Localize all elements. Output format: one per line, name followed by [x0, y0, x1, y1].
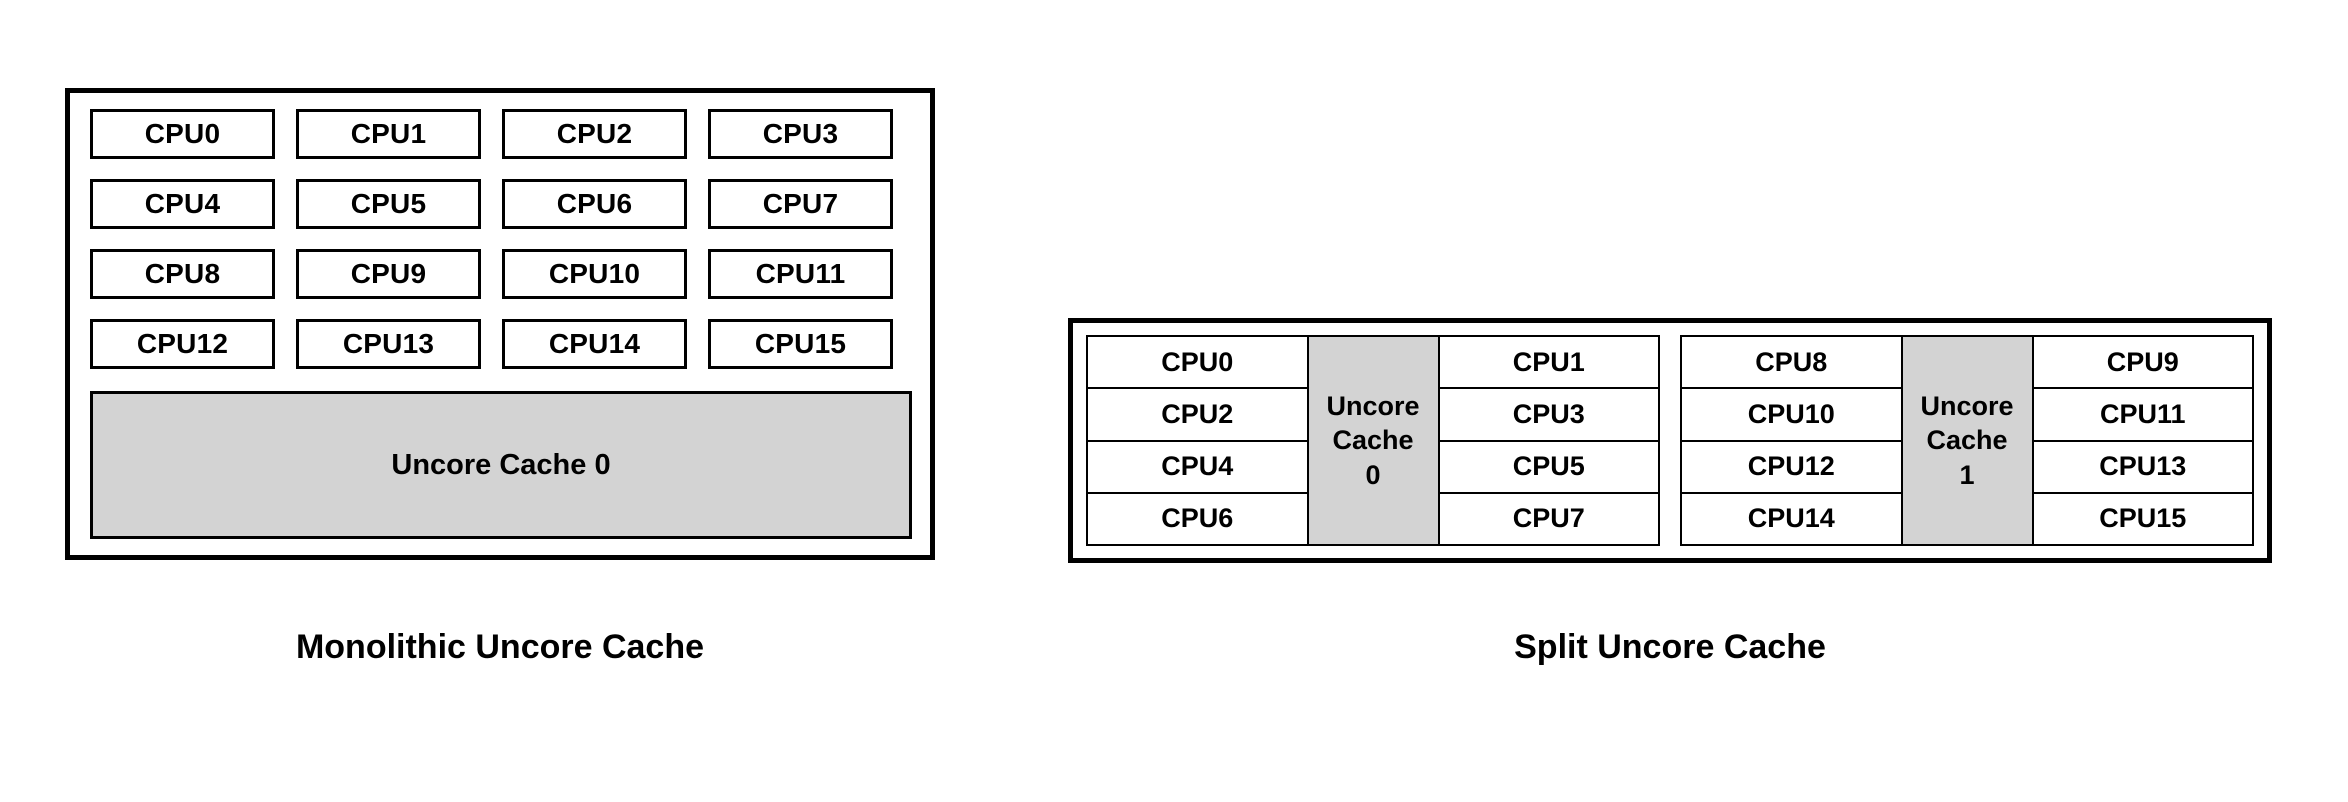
cpu-box: CPU14 [502, 319, 687, 369]
split-cache-group: CPU8 CPU10 CPU12 CPU14 Uncore Cache 1 CP… [1680, 335, 2254, 546]
uncore-cache-block: Uncore Cache 0 [1306, 335, 1440, 546]
uncore-cache-label-line1: Uncore [1920, 391, 2014, 422]
cpu-box: CPU9 [2031, 335, 2254, 390]
uncore-cache-label-line3: 1 [1959, 459, 1975, 490]
uncore-cache-label-line1: Uncore [1326, 391, 1420, 422]
monolithic-uncore-cache-diagram: CPU0 CPU1 CPU2 CPU3 CPU4 CPU5 CPU6 CPU7 … [65, 88, 935, 560]
cpu-box: CPU10 [1680, 387, 1903, 442]
cpu-box: CPU1 [296, 109, 481, 159]
cpu-box: CPU14 [1680, 491, 1903, 546]
cpu-column-left: CPU8 CPU10 CPU12 CPU14 [1680, 335, 1903, 546]
uncore-cache-label-line3: 0 [1365, 459, 1381, 490]
cpu-box: CPU4 [90, 179, 275, 229]
cpu-box: CPU7 [708, 179, 893, 229]
cpu-box: CPU8 [90, 249, 275, 299]
monolithic-diagram-caption: Monolithic Uncore Cache [295, 628, 705, 666]
cpu-box: CPU13 [2031, 439, 2254, 494]
cpu-box: CPU15 [2031, 491, 2254, 546]
monolithic-cpu-grid: CPU0 CPU1 CPU2 CPU3 CPU4 CPU5 CPU6 CPU7 … [90, 109, 912, 369]
cpu-box: CPU0 [90, 109, 275, 159]
cpu-box: CPU11 [2031, 387, 2254, 442]
cpu-box: CPU5 [1437, 439, 1660, 494]
cpu-box: CPU15 [708, 319, 893, 369]
cpu-box: CPU0 [1086, 335, 1309, 390]
cpu-box: CPU8 [1680, 335, 1903, 390]
uncore-cache-label-line2: Cache [1926, 425, 2008, 456]
cpu-box: CPU10 [502, 249, 687, 299]
uncore-cache-block: Uncore Cache 0 [90, 391, 912, 539]
cpu-box: CPU6 [1086, 491, 1309, 546]
cpu-box: CPU12 [90, 319, 275, 369]
uncore-cache-label-line2: Cache [1332, 425, 1414, 456]
cpu-box: CPU3 [1437, 387, 1660, 442]
cpu-box: CPU7 [1437, 491, 1660, 546]
cpu-box: CPU6 [502, 179, 687, 229]
cpu-box: CPU4 [1086, 439, 1309, 494]
cpu-box: CPU5 [296, 179, 481, 229]
cpu-box: CPU9 [296, 249, 481, 299]
cpu-box: CPU3 [708, 109, 893, 159]
split-uncore-cache-diagram: CPU0 CPU2 CPU4 CPU6 Uncore Cache 0 CPU1 … [1068, 318, 2272, 563]
cpu-column-right: CPU1 CPU3 CPU5 CPU7 [1437, 335, 1660, 546]
cpu-box: CPU2 [1086, 387, 1309, 442]
cpu-box: CPU2 [502, 109, 687, 159]
cpu-box: CPU13 [296, 319, 481, 369]
cpu-box: CPU1 [1437, 335, 1660, 390]
split-groups-container: CPU0 CPU2 CPU4 CPU6 Uncore Cache 0 CPU1 … [1086, 335, 2254, 546]
uncore-cache-block: Uncore Cache 1 [1900, 335, 2034, 546]
cpu-column-right: CPU9 CPU11 CPU13 CPU15 [2031, 335, 2254, 546]
cpu-box: CPU11 [708, 249, 893, 299]
cpu-box: CPU12 [1680, 439, 1903, 494]
split-diagram-caption: Split Uncore Cache [1514, 628, 1826, 666]
cpu-column-left: CPU0 CPU2 CPU4 CPU6 [1086, 335, 1309, 546]
split-cache-group: CPU0 CPU2 CPU4 CPU6 Uncore Cache 0 CPU1 … [1086, 335, 1660, 546]
